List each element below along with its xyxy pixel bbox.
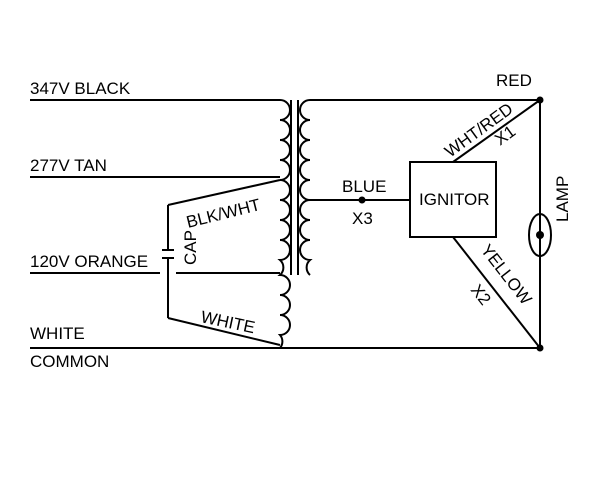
label-red: RED (496, 71, 532, 90)
wire-blk-wht (167, 179, 281, 206)
label-x3: X3 (352, 209, 373, 228)
lamp-center (536, 231, 544, 239)
label-ignitor: IGNITOR (419, 190, 490, 209)
wire-yellow (452, 236, 541, 349)
label-120v: 120V ORANGE (30, 252, 148, 271)
red-node (536, 96, 544, 104)
label-347v: 347V BLACK (30, 79, 131, 98)
wire-white (167, 317, 281, 346)
primary-coil (277, 99, 291, 349)
label-277v: 277V TAN (30, 156, 107, 175)
common-node (536, 344, 544, 352)
secondary-coil (299, 99, 313, 276)
label-cap: CAP (181, 230, 200, 265)
label-blk-wht: BLK/WHT (184, 195, 262, 232)
label-common: COMMON (30, 352, 109, 371)
label-lamp: LAMP (553, 176, 572, 222)
label-blue: BLUE (342, 177, 386, 196)
x3-terminal (358, 196, 366, 204)
label-white: WHITE (30, 324, 85, 343)
wire-wht-red (452, 99, 541, 163)
